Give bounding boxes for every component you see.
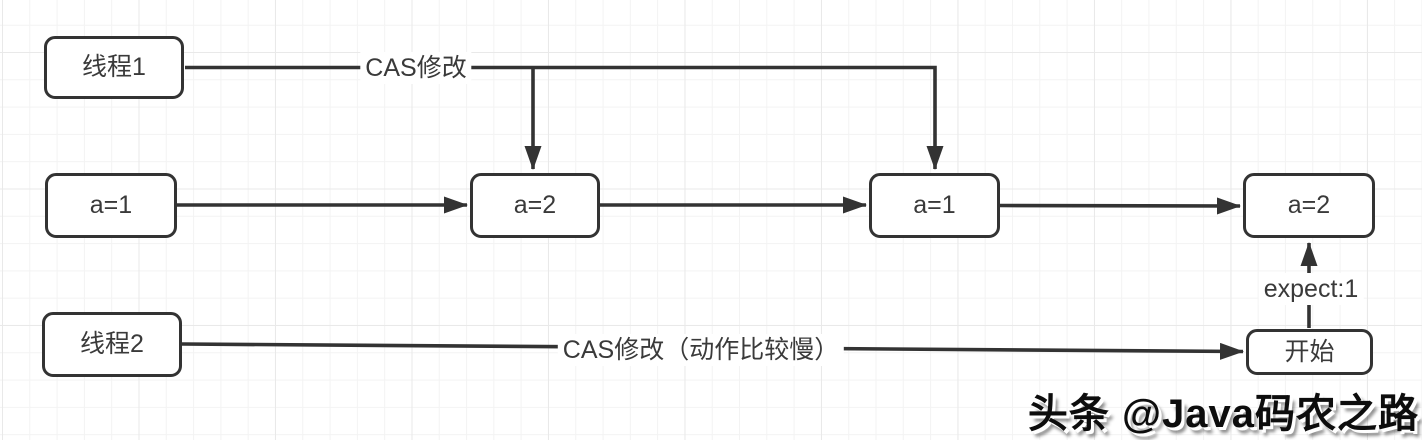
edge-a1-second-to-a2-last [999,197,1241,215]
watermark: 头条 @Java码农之路 [1027,392,1419,436]
node-a2-last: a=2 [1243,173,1375,238]
edge-label-thread2-cas: CAS修改（动作比较慢） [557,334,845,366]
node-start: 开始 [1246,329,1373,375]
node-a2-first: a=2 [470,173,600,238]
node-thread2: 线程2 [42,312,182,377]
node-a1-second: a=1 [869,173,1000,238]
node-thread1: 线程1 [44,36,184,99]
node-a1-first: a=1 [45,173,177,238]
edge-label-thread1-cas: CAS修改 [360,52,472,84]
edge-label-expect: expect:1 [1258,273,1364,305]
edge-thread1-to-a1-second [185,65,944,170]
